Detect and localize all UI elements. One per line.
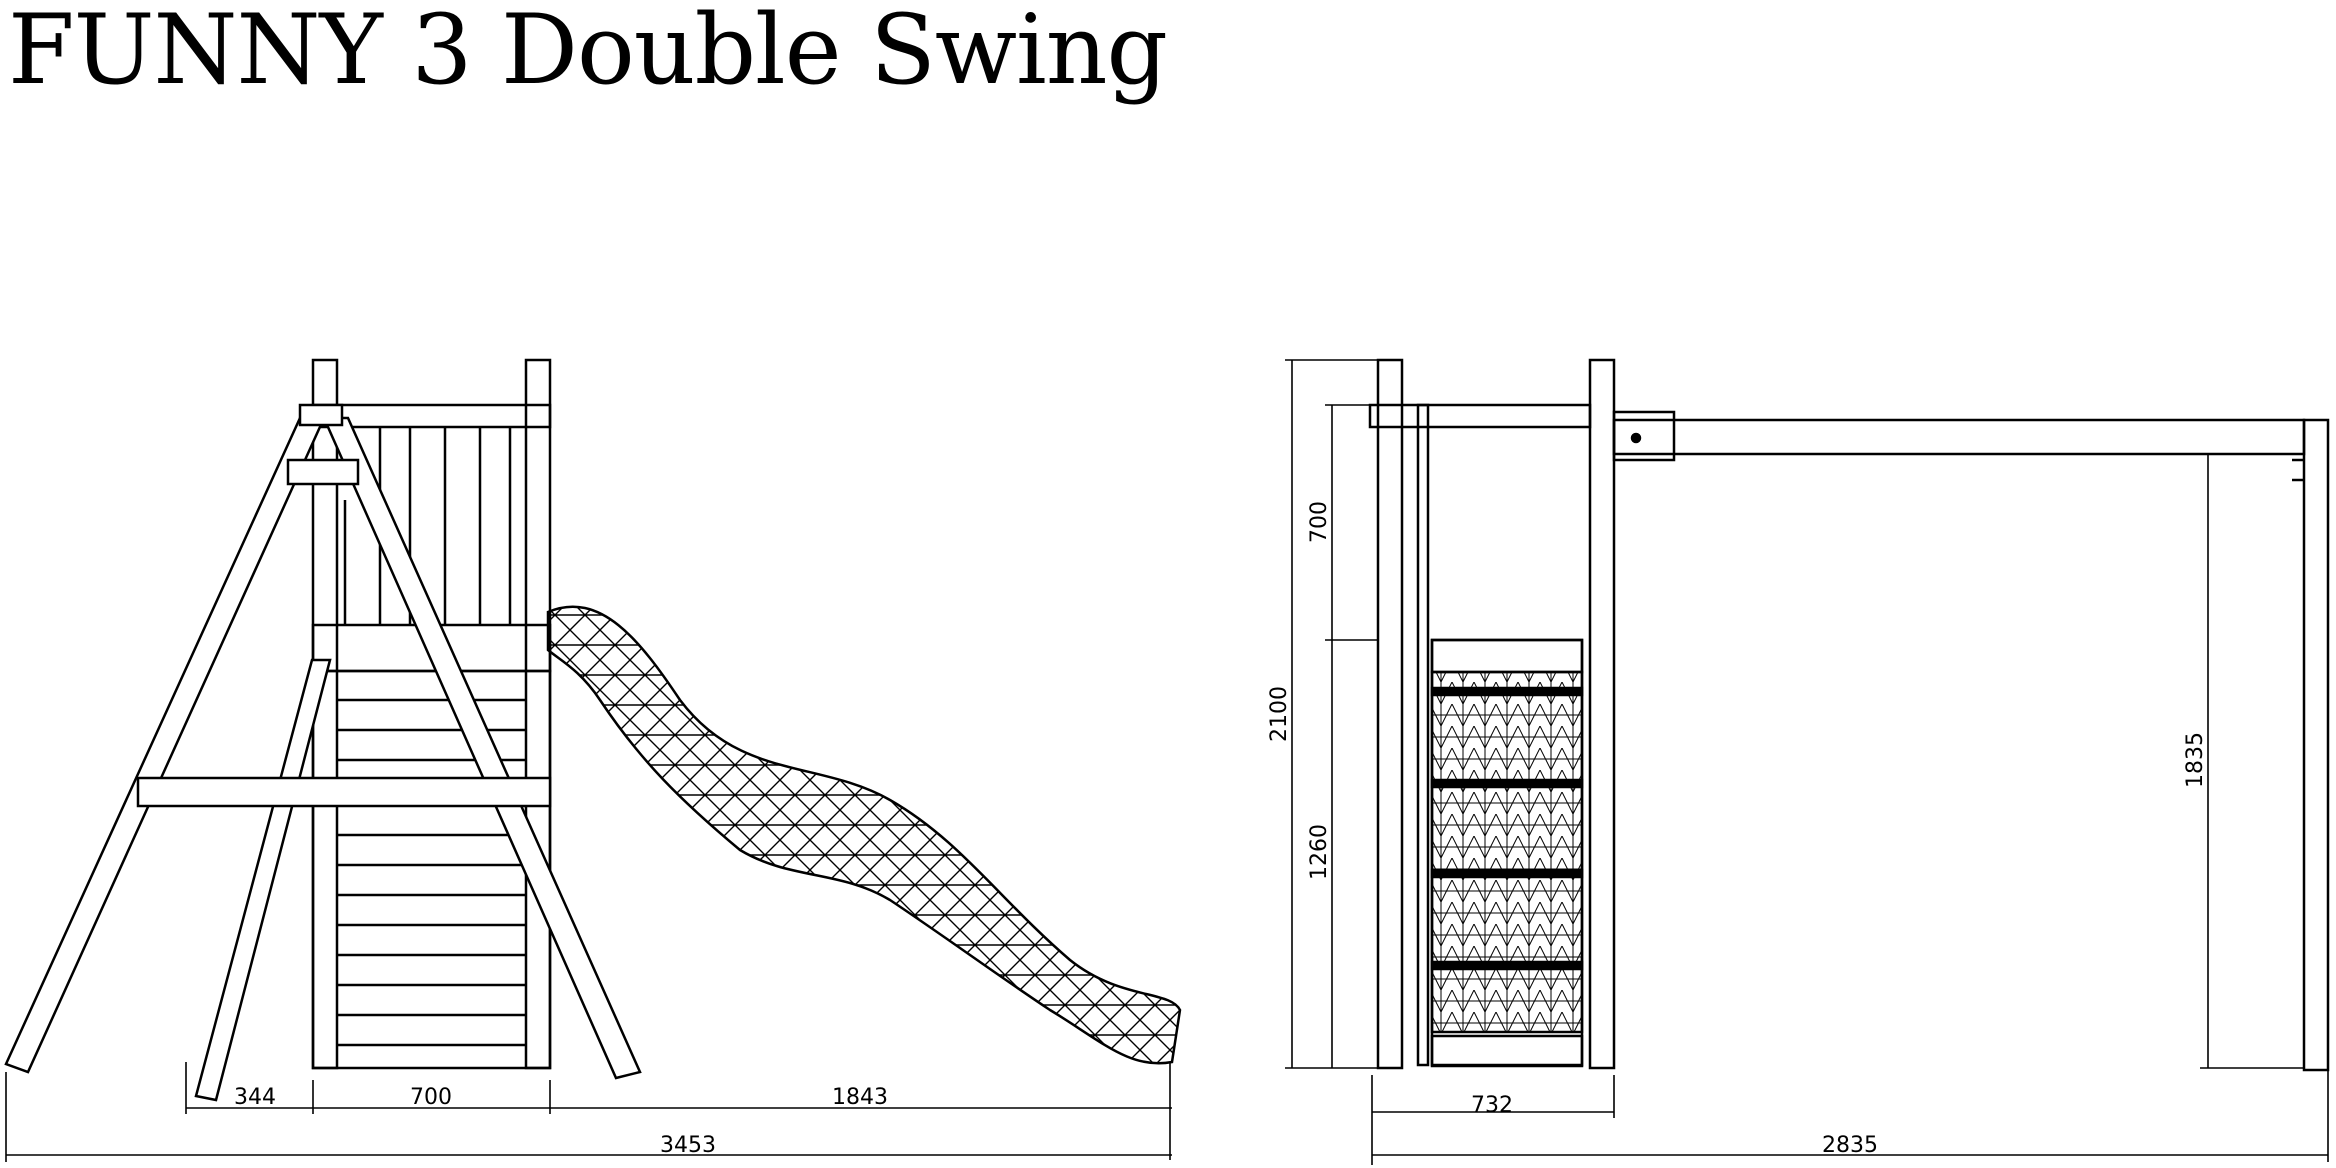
dim-swing-beam-height: 1835 <box>2183 732 2208 788</box>
front-inner-post <box>1416 403 1430 1067</box>
side-dimension-labels: 344 700 1843 3453 <box>234 1085 888 1158</box>
front-top-rail <box>1368 403 1592 429</box>
dim-tower-width: 700 <box>410 1085 452 1110</box>
dim-front-total-depth: 2835 <box>1822 1133 1878 1158</box>
front-dimension-labels: 2100 700 1260 1835 732 2835 <box>1267 501 2208 1158</box>
dim-side-total-width: 3453 <box>660 1133 716 1158</box>
front-left-post <box>1376 358 1404 1070</box>
dim-leg-offset: 344 <box>234 1085 276 1110</box>
side-dimension-lines <box>5 1062 1172 1162</box>
front-view <box>1285 358 2330 1165</box>
page-title: FUNNY 3 Double Swing <box>8 0 1168 106</box>
side-slide <box>546 605 1182 1065</box>
swing-support-post <box>2302 418 2330 1072</box>
front-tower-net <box>1430 670 1584 1034</box>
dim-slide-length: 1843 <box>832 1085 888 1110</box>
front-base <box>1430 1034 1584 1068</box>
side-right-post <box>524 358 552 1070</box>
dim-tower-depth: 732 <box>1471 1093 1513 1118</box>
dim-total-height: 2100 <box>1267 686 1292 742</box>
front-dimension-lines <box>1285 359 2329 1165</box>
swing-beam <box>1612 418 2306 456</box>
side-a-frame <box>4 403 642 1102</box>
side-view <box>4 358 1182 1162</box>
dim-upper-height: 700 <box>1307 501 1332 543</box>
front-rungs <box>1430 686 1584 971</box>
side-lower-boards <box>311 669 552 1070</box>
dim-platform-height: 1260 <box>1307 824 1332 880</box>
swing-beam-bracket <box>1612 410 1676 462</box>
front-right-post <box>1588 358 1616 1070</box>
front-platform <box>1430 638 1584 674</box>
